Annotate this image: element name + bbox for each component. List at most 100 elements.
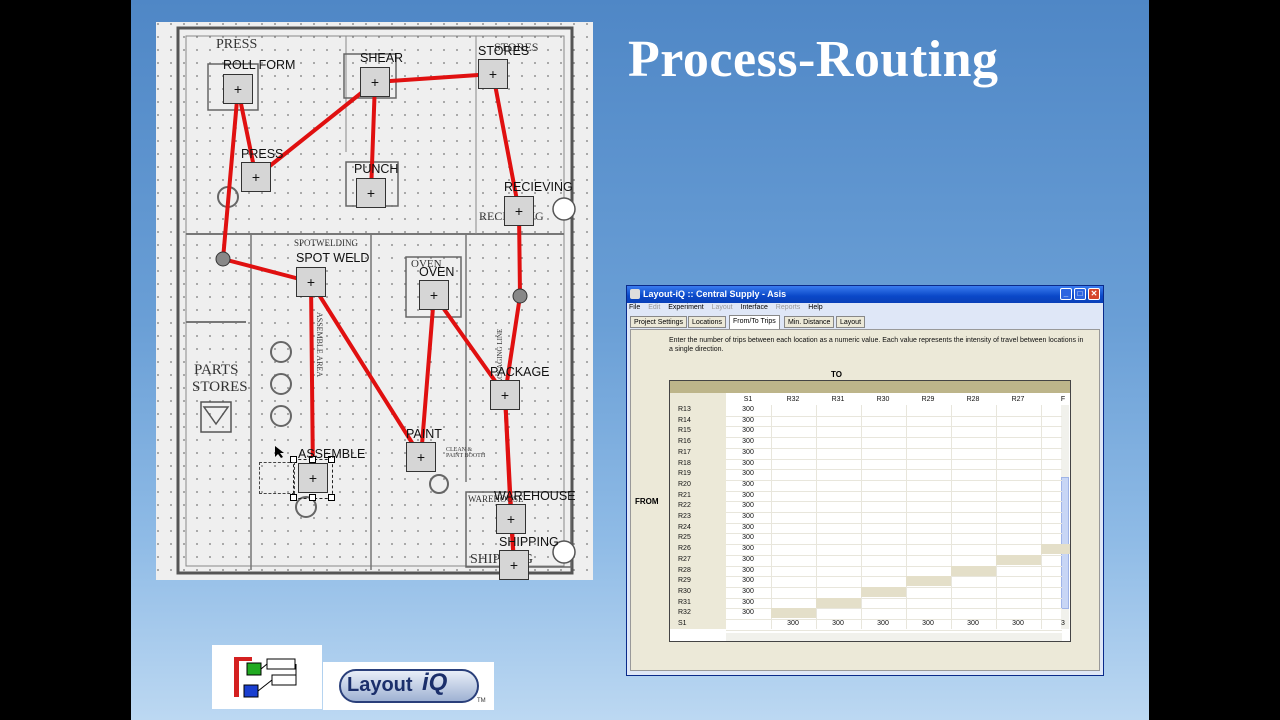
grid-line <box>726 533 1062 535</box>
matrix-cell[interactable]: 300 <box>967 620 979 627</box>
drag-ghost-box <box>259 462 295 494</box>
menu-file[interactable]: File <box>629 304 641 311</box>
resize-handle[interactable] <box>290 494 297 501</box>
matrix-cell[interactable]: 300 <box>742 566 754 574</box>
vertical-scrollbar[interactable] <box>1061 405 1069 629</box>
node-paint[interactable]: + <box>406 442 436 472</box>
matrix-cell[interactable]: 300 <box>742 406 754 413</box>
maximize-button[interactable]: □ <box>1074 288 1086 300</box>
diagonal-cell <box>861 586 906 597</box>
diagonal-cell <box>951 565 996 576</box>
matrix-cell[interactable]: 300 <box>742 459 754 467</box>
node-spot-weld[interactable]: + <box>296 267 326 297</box>
tab-min-distance[interactable]: Min. Distance <box>784 316 835 328</box>
window-titlebar[interactable]: Layout-iQ :: Central Supply - Asis _ □ ✕ <box>627 286 1103 303</box>
row-header: R29 <box>678 577 691 585</box>
matrix-cell[interactable]: 300 <box>742 502 754 510</box>
grid-line <box>726 469 1062 471</box>
grid-line <box>726 576 1062 578</box>
horizontal-scrollbar[interactable] <box>726 633 1062 641</box>
matrix-cell[interactable]: 300 <box>922 620 934 627</box>
row-header-column <box>670 393 726 629</box>
matrix-cell[interactable]: 3 <box>1061 620 1065 627</box>
resize-handle[interactable] <box>309 494 316 501</box>
process-logo <box>212 645 322 709</box>
tab-layout[interactable]: Layout <box>836 316 866 328</box>
logo-trademark: TM <box>477 698 486 704</box>
matrix-cell[interactable]: 300 <box>742 609 754 617</box>
node-label-recieving: RECIEVING <box>504 180 573 194</box>
matrix-cell[interactable]: 300 <box>742 513 754 520</box>
scrollbar-thumb[interactable] <box>1061 477 1069 609</box>
menu-interface[interactable]: Interface <box>740 304 768 311</box>
matrix-cell[interactable]: 300 <box>877 620 889 627</box>
node-recieving[interactable]: + <box>504 196 534 226</box>
column-header: F <box>1060 396 1066 403</box>
matrix-cell[interactable]: 300 <box>787 620 799 627</box>
matrix-cell[interactable]: 300 <box>742 448 754 456</box>
instructions-text: Enter the number of trips between each l… <box>669 337 1084 353</box>
row-header: R14 <box>678 416 691 424</box>
node-roll-form[interactable]: + <box>223 74 253 104</box>
matrix-cell[interactable]: 300 <box>742 523 754 531</box>
node-punch[interactable]: + <box>356 178 386 208</box>
tab-from-to-trips[interactable]: From/To Trips <box>729 315 780 329</box>
resize-handle[interactable] <box>328 494 335 501</box>
menu-experiment[interactable]: Experiment <box>668 304 704 311</box>
logo-text: Layout <box>347 674 413 696</box>
matrix-cell[interactable]: 300 <box>742 545 754 553</box>
node-symbol: + <box>429 287 439 303</box>
node-label-stores: STORES <box>478 44 530 58</box>
matrix-cell[interactable]: 300 <box>742 598 754 606</box>
row-header: R23 <box>678 513 691 520</box>
node-shear[interactable]: + <box>360 67 390 97</box>
node-assemble[interactable]: + <box>298 463 328 493</box>
tab-project-settings[interactable]: Project Settings <box>630 316 688 328</box>
row-header: R32 <box>678 609 691 617</box>
node-symbol: + <box>306 274 316 290</box>
matrix-cell[interactable]: 300 <box>1012 620 1024 627</box>
node-stores[interactable]: + <box>478 59 508 89</box>
node-press[interactable]: + <box>241 162 271 192</box>
matrix-cell[interactable]: 300 <box>742 438 754 446</box>
menu-help[interactable]: Help <box>808 304 823 311</box>
node-symbol: + <box>416 449 426 465</box>
node-symbol: + <box>251 169 261 185</box>
node-oven[interactable]: + <box>419 280 449 310</box>
node-warehouse[interactable]: + <box>496 504 526 534</box>
minimize-button[interactable]: _ <box>1060 288 1072 300</box>
plan-label-stores: STORES <box>494 40 539 54</box>
matrix-cell[interactable]: 300 <box>742 491 754 499</box>
matrix-cell[interactable]: 300 <box>742 534 754 542</box>
node-package[interactable]: + <box>490 380 520 410</box>
resize-handle[interactable] <box>309 456 316 463</box>
menu-layout[interactable]: Layout <box>711 304 733 311</box>
menu-reports[interactable]: Reports <box>775 304 801 311</box>
grid-line <box>726 437 1062 439</box>
matrix-cell[interactable]: 300 <box>742 577 754 585</box>
grid-line <box>726 522 1062 524</box>
to-label: TO <box>831 370 842 379</box>
grid-line <box>1041 405 1042 629</box>
matrix-cell[interactable]: 300 <box>832 620 844 627</box>
node-symbol: + <box>488 66 498 82</box>
close-button[interactable]: ✕ <box>1088 288 1100 300</box>
menu-edit[interactable]: Edit <box>648 304 661 311</box>
column-header: R29 <box>921 396 935 403</box>
floor-plan-drawing <box>156 22 593 580</box>
node-shipping[interactable]: + <box>499 550 529 580</box>
matrix-cell[interactable]: 300 <box>742 480 754 488</box>
matrix-cell[interactable]: 300 <box>742 416 754 424</box>
tab-locations[interactable]: Locations <box>688 316 726 328</box>
matrix-cell[interactable]: 300 <box>742 555 754 563</box>
grid-line <box>726 619 1062 620</box>
row-header: S1 <box>678 620 687 627</box>
matrix-cell[interactable]: 300 <box>742 427 754 435</box>
column-header: R32 <box>786 396 800 403</box>
layoutiq-logo: Layout iQ TM <box>323 662 494 710</box>
matrix-cell[interactable]: 300 <box>742 587 754 595</box>
resize-handle[interactable] <box>328 456 335 463</box>
matrix-cell[interactable]: 300 <box>742 470 754 478</box>
selection-box[interactable] <box>293 459 333 499</box>
